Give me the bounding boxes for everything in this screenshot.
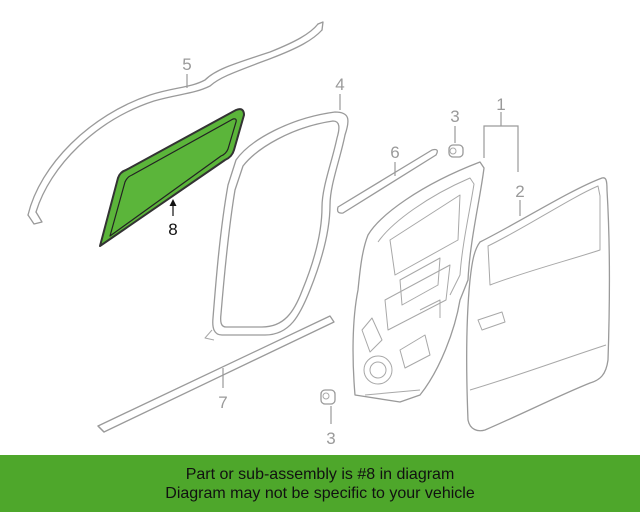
callout-8[interactable]: 8 — [168, 220, 177, 239]
part-1-door-shell[interactable] — [352, 161, 485, 403]
part-2-door-panel[interactable] — [466, 177, 611, 432]
diagram-notice-banner: Part or sub-assembly is #8 in diagram Di… — [0, 455, 640, 512]
exploded-parts-diagram: 5 4 3 1 6 2 8 7 3 — [27, 21, 611, 448]
part-6-belt-molding[interactable] — [336, 148, 438, 214]
callout-6[interactable]: 6 — [390, 143, 399, 162]
part-3-clip-top[interactable] — [448, 144, 464, 158]
callout-3-bottom[interactable]: 3 — [326, 429, 335, 448]
leader-lines — [169, 74, 521, 424]
part-7-rocker-molding[interactable] — [97, 315, 335, 433]
callout-7[interactable]: 7 — [218, 393, 227, 412]
callout-2[interactable]: 2 — [515, 182, 524, 201]
callout-5[interactable]: 5 — [182, 55, 191, 74]
part-8-quarter-glass[interactable] — [99, 108, 245, 247]
callout-3-top[interactable]: 3 — [450, 107, 459, 126]
callout-numbers: 5 4 3 1 6 2 8 7 3 — [168, 55, 524, 448]
callout-1[interactable]: 1 — [496, 95, 505, 114]
part-8-arrow-icon — [169, 199, 177, 206]
notice-line-1: Part or sub-assembly is #8 in diagram — [185, 465, 455, 483]
part-3-clip-bottom[interactable] — [320, 389, 336, 405]
part-5-roof-molding[interactable] — [27, 21, 324, 225]
callout-4[interactable]: 4 — [335, 75, 344, 94]
part-4-weatherstrip[interactable] — [204, 111, 349, 341]
notice-line-2: Diagram may not be specific to your vehi… — [165, 484, 475, 502]
